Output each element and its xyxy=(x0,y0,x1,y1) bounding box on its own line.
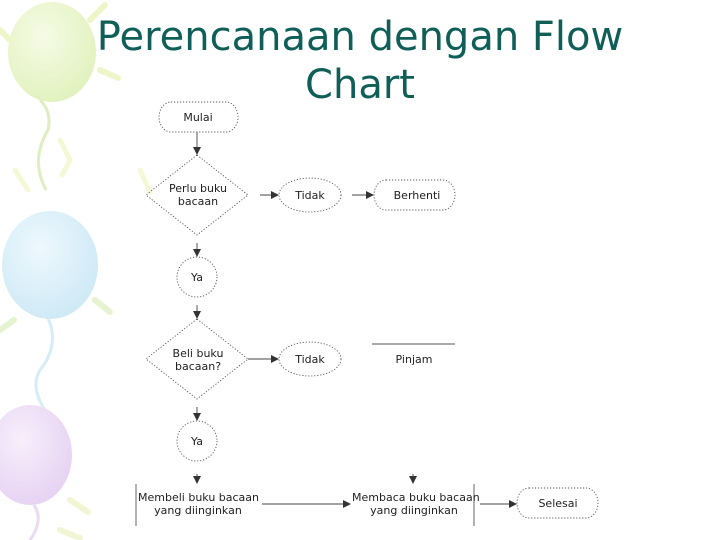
node-read-label: Membaca buku bacaan yang diinginkan xyxy=(352,491,480,517)
node-yes1-label: Ya xyxy=(191,271,203,284)
node-no1-label: Tidak xyxy=(295,189,325,202)
node-q1-line-2: bacaan xyxy=(177,195,219,208)
node-q2-line-2: bacaan? xyxy=(174,360,222,373)
decision-q2-shape xyxy=(145,318,249,400)
page-title-line-1: Perencanaan dengan Flow xyxy=(96,14,624,60)
node-yes2-label: Ya xyxy=(191,435,203,448)
node-end-label: Selesai xyxy=(538,497,578,510)
connector-no2-shape xyxy=(278,341,342,377)
decision-q1-shape xyxy=(145,154,249,236)
node-read-line-1: Membaca buku bacaan xyxy=(352,491,480,504)
node-q2-line-1: Beli buku xyxy=(172,347,224,360)
terminal-end-shape xyxy=(516,487,599,519)
node-stop-label: Berhenti xyxy=(393,189,441,202)
sparkle-icon xyxy=(12,137,153,195)
node-read-line-2: yang diinginkan xyxy=(370,504,458,517)
node-q2-label: Beli buku bacaan? xyxy=(152,347,244,373)
node-borrow-label: Pinjam xyxy=(395,353,433,366)
node-start-label: Mulai xyxy=(183,111,213,124)
node-buy-label: Membeli buku bacaan yang diinginkan xyxy=(138,491,260,517)
terminal-start-shape xyxy=(158,101,239,133)
green-balloon-icon xyxy=(0,2,121,191)
node-buy-line-1: Membeli buku bacaan xyxy=(138,491,260,504)
node-buy-line-2: yang diinginkan xyxy=(154,504,242,517)
connector-yes1-shape xyxy=(176,256,218,298)
terminal-stop-shape xyxy=(373,179,456,211)
node-q1-line-1: Perlu buku xyxy=(168,182,227,195)
purple-balloon-icon xyxy=(0,405,91,540)
connector-yes2-shape xyxy=(176,420,218,462)
page-title-line-2: Chart xyxy=(305,62,415,108)
connector-no1-shape xyxy=(278,177,342,213)
blue-balloon-icon xyxy=(0,211,113,421)
node-q1-label: Perlu buku bacaan xyxy=(152,182,244,208)
node-no2-label: Tidak xyxy=(295,353,325,366)
